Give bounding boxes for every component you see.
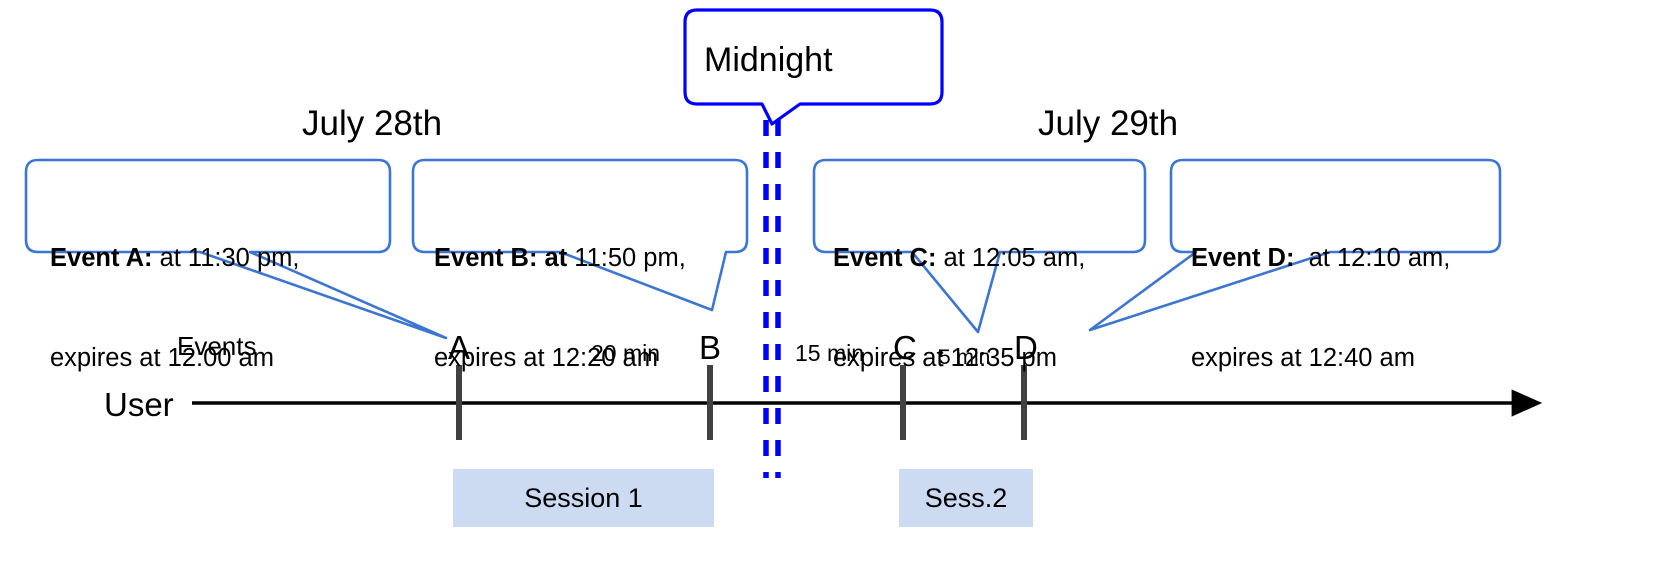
event-c-bold: Event C: <box>833 244 937 273</box>
gap-label-ab: 20 min <box>591 340 661 366</box>
session-2-label: Sess.2 <box>924 482 1008 513</box>
event-d-line2: expires at 12:40 am <box>1191 343 1415 372</box>
event-a-line1-rest: at 11:30 pm, <box>152 244 300 273</box>
event-b-callout-text: Event B: at 11:50 pm, expires at 12:20 a… <box>434 176 686 441</box>
event-d-line1-rest: at 12:10 am, <box>1294 244 1451 273</box>
event-b-bold: Event B: at <box>434 244 568 273</box>
marker-label-a: A <box>448 329 471 366</box>
marker-label-c: C <box>893 329 917 366</box>
gap-label-cd: 5 min <box>939 346 991 369</box>
event-b-line2: expires at 12:20 am <box>434 343 658 372</box>
lane-label-events: Events <box>177 331 257 361</box>
marker-label-d: D <box>1014 329 1038 366</box>
event-a-line2: expires at 12:00 am <box>50 343 274 372</box>
session-box-1: Session 1 <box>453 469 714 527</box>
marker-label-b: B <box>699 329 722 366</box>
event-d-callout-text: Event D: at 12:10 am, expires at 12:40 a… <box>1191 176 1450 441</box>
gap-label-bc: 15 min <box>795 340 865 366</box>
lane-label-user: User <box>104 386 174 423</box>
event-b-line1-rest: 11:50 pm, <box>567 244 686 273</box>
session-1-label: Session 1 <box>524 482 643 513</box>
event-d-bold: Event D: <box>1191 244 1295 273</box>
date-label-left: July 28th <box>302 104 443 143</box>
event-b-callout-shape <box>411 158 749 312</box>
event-c-line1-rest: at 12:05 am, <box>936 244 1086 273</box>
event-d-callout-shape <box>1088 158 1502 332</box>
date-label-right: July 29th <box>1038 104 1179 143</box>
event-a-callout-text: Event A: at 11:30 pm, expires at 12:00 a… <box>50 176 299 441</box>
session-box-2: Sess.2 <box>899 469 1033 527</box>
event-a-bold: Event A: <box>50 244 153 273</box>
event-a-callout-shape <box>24 158 448 340</box>
midnight-label: Midnight <box>704 41 833 79</box>
event-c-line2: expires at 12:35 pm <box>833 343 1057 372</box>
event-c-callout-text: Event C: at 12:05 am, expires at 12:35 p… <box>833 176 1085 441</box>
midnight-callout-shape <box>683 8 944 126</box>
event-c-callout-shape <box>812 158 1147 334</box>
